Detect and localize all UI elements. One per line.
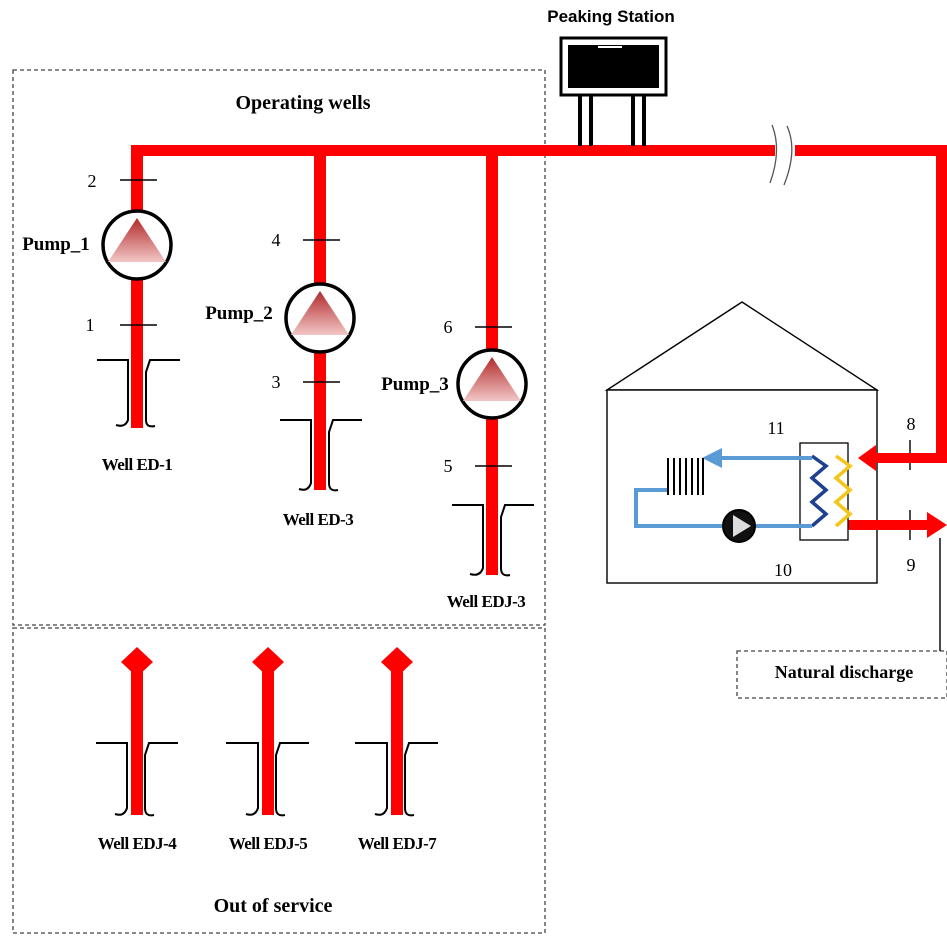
- point-3-label: 3: [272, 372, 281, 392]
- out-of-service-label: Out of service: [214, 895, 333, 917]
- wellhead-edj-3: [452, 504, 534, 577]
- operating-wells-box: [12, 69, 546, 626]
- out-of-service-well-edj-7: [355, 647, 438, 817]
- point-6-label: 6: [444, 317, 453, 337]
- natural-discharge-box: [736, 650, 947, 699]
- pump-2: [284, 282, 356, 354]
- peaking-station: [559, 36, 668, 146]
- pump-3: [456, 348, 528, 420]
- point-2-label: 2: [88, 171, 97, 191]
- out-of-service-box: [12, 627, 546, 934]
- well-edj-4-label: Well EDJ-4: [98, 834, 178, 853]
- operating-wells-label: Operating wells: [236, 92, 371, 114]
- point-9-label: 9: [907, 555, 916, 575]
- circulation-pump-icon: [722, 509, 756, 543]
- point-5-label: 5: [444, 456, 453, 476]
- riser-pipe-1: [131, 145, 143, 428]
- building-return-pipe: [848, 512, 947, 651]
- well-ed-3-label: Well ED-3: [283, 510, 354, 529]
- point-1-label: 1: [86, 315, 95, 335]
- well-ed-1-label: Well ED-1: [102, 455, 173, 474]
- pump-3-label: Pump_3: [381, 374, 449, 395]
- radiator-icon: [667, 458, 704, 495]
- point-10-label: 10: [774, 560, 792, 580]
- out-of-service-well-edj-4: [96, 647, 178, 817]
- secondary-loop: [634, 448, 812, 528]
- well-edj-5-label: Well EDJ-5: [229, 834, 308, 853]
- well-edj-7-label: Well EDJ-7: [358, 834, 438, 853]
- pump-2-label: Pump_2: [205, 303, 273, 324]
- pump-1-label: Pump_1: [22, 234, 90, 255]
- out-of-service-well-edj-5: [226, 647, 309, 817]
- main-header-pipe: [131, 124, 947, 186]
- building-supply-pipe: [858, 145, 947, 471]
- point-4-label: 4: [272, 230, 281, 250]
- well-edj-3-label: Well EDJ-3: [447, 592, 526, 611]
- point-11-label: 11: [767, 418, 784, 438]
- pump-1: [101, 209, 173, 281]
- natural-discharge-label: Natural discharge: [775, 662, 914, 682]
- peaking-station-label: Peaking Station: [547, 7, 675, 26]
- point-8-label: 8: [907, 414, 916, 434]
- wellhead-ed-1: [97, 359, 180, 428]
- wellhead-ed-3: [280, 419, 362, 492]
